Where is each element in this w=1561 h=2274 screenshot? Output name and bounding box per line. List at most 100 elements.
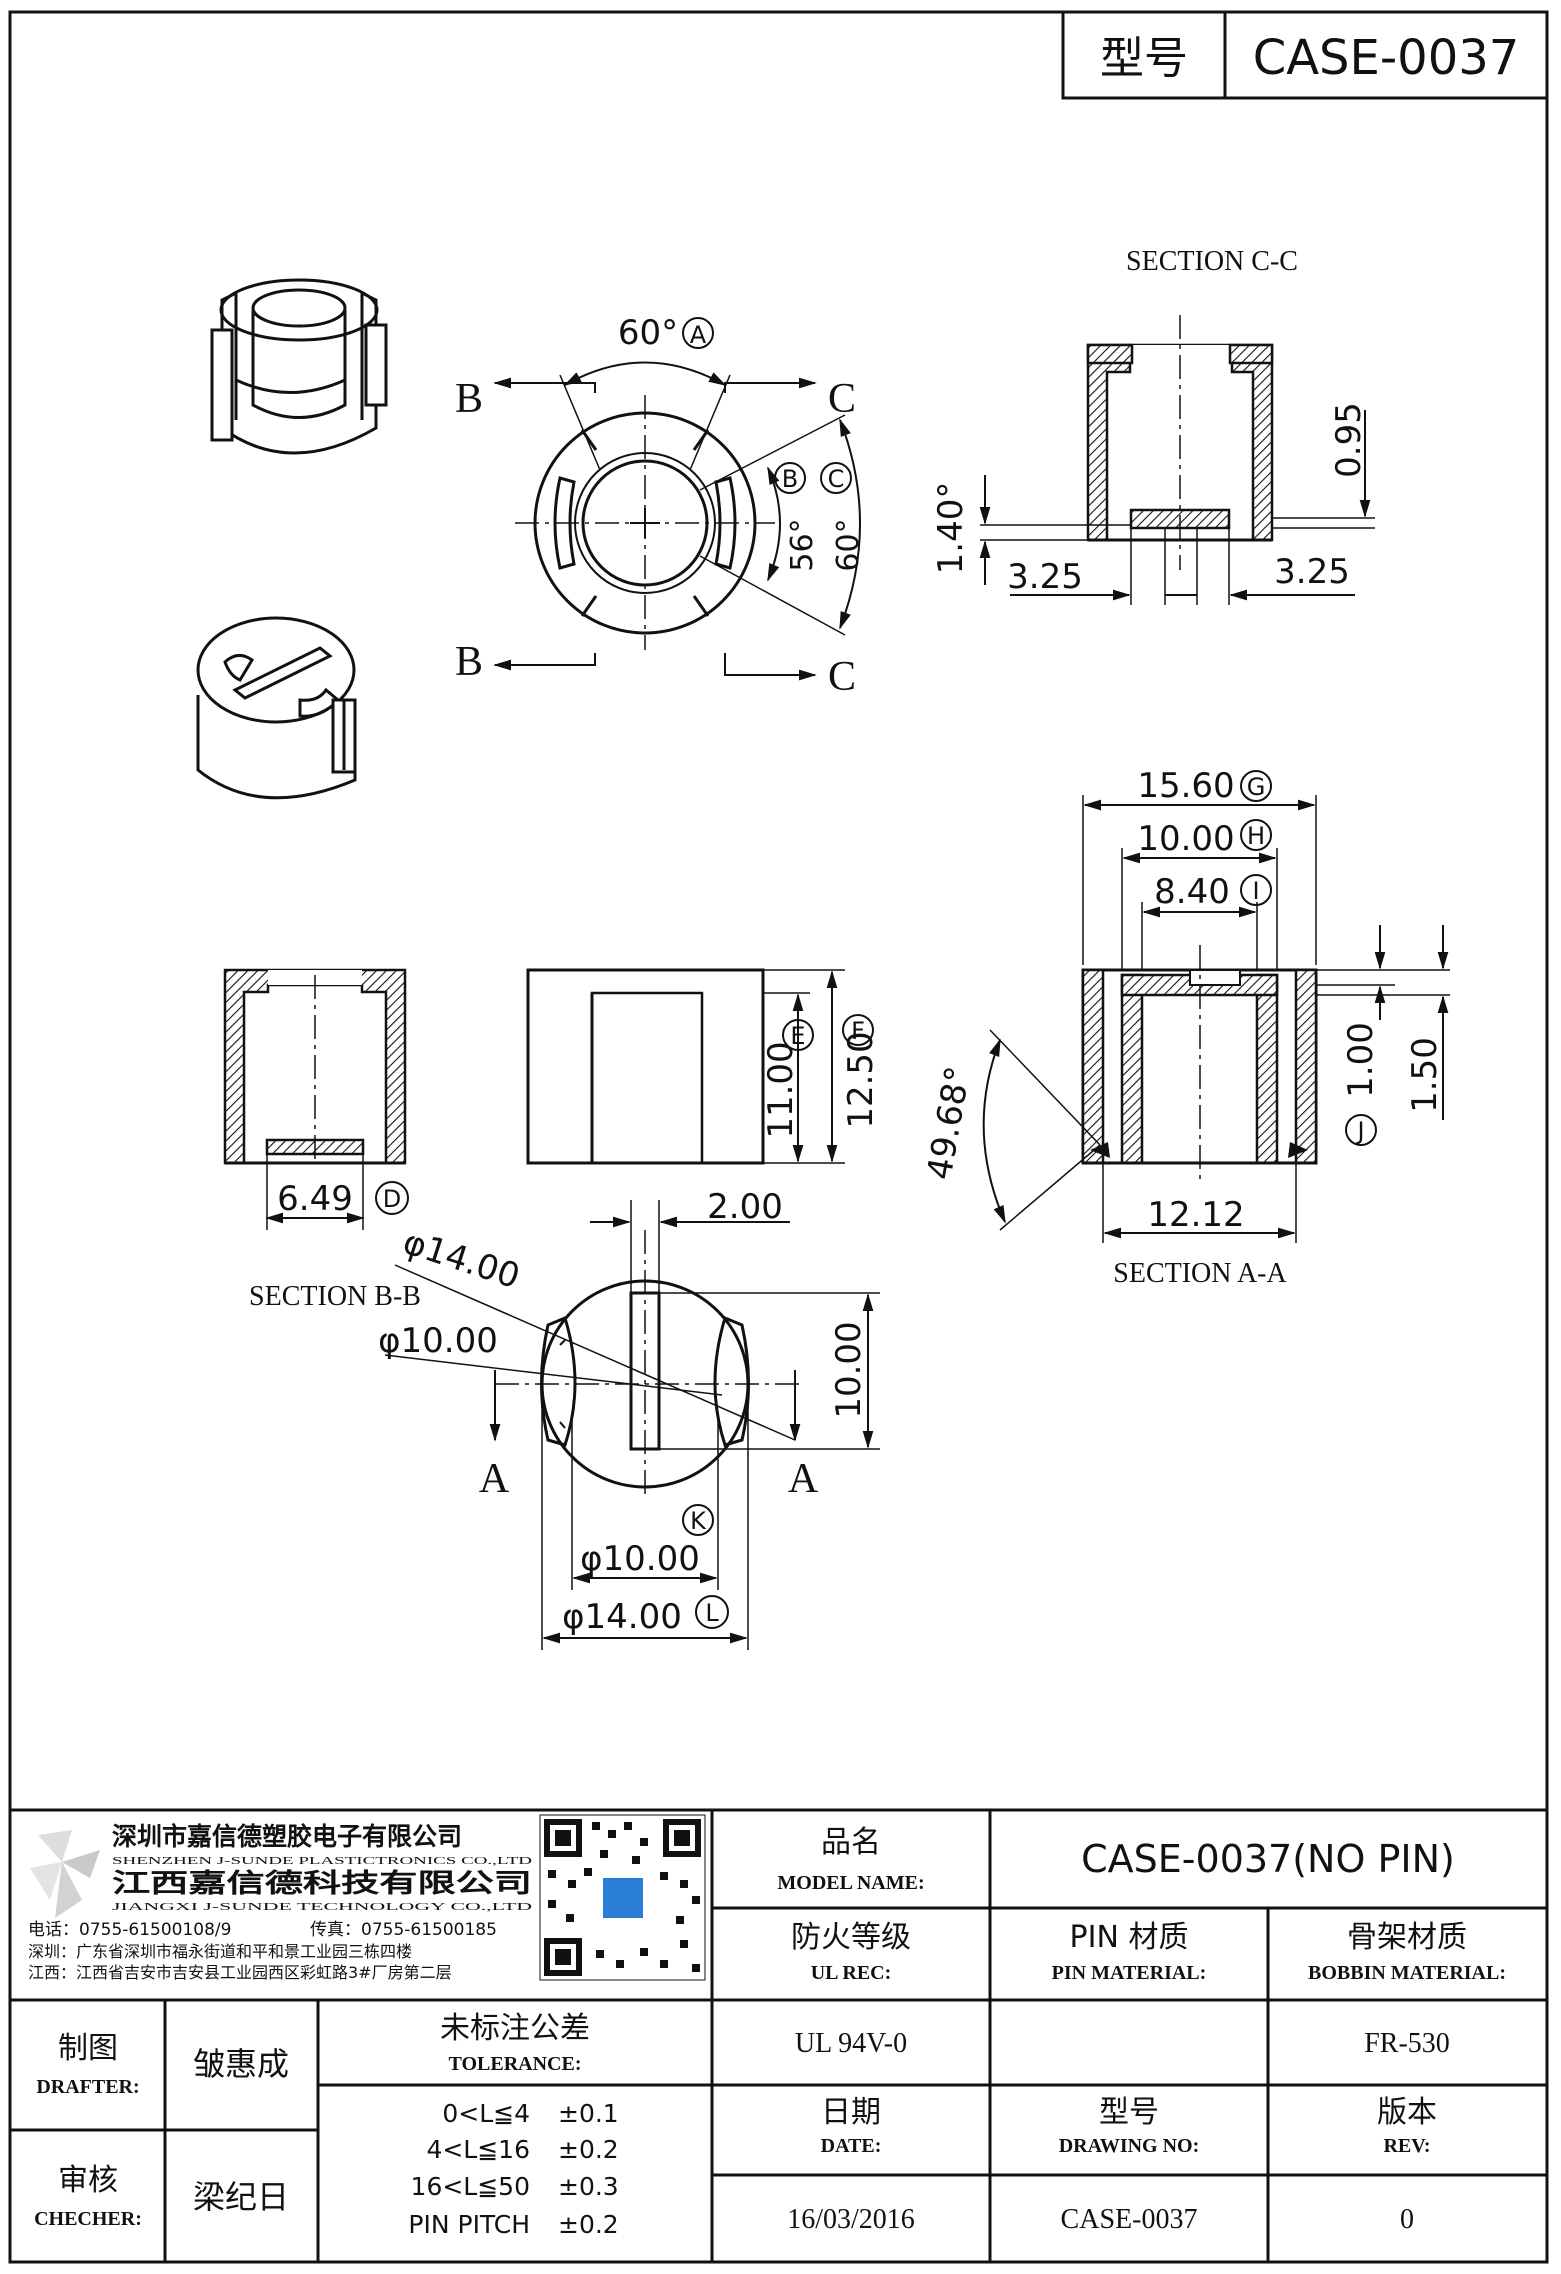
dim-top-angle: 60° bbox=[618, 313, 678, 353]
ul-cn: 防火等级 bbox=[791, 1920, 911, 1955]
iso-view-top bbox=[210, 278, 388, 455]
company-fax: 传真：0755-61500185 bbox=[310, 1920, 497, 1940]
section-bb-view: A A 2.00 φ14.00 φ10.00 SECTION B-B 10.00… bbox=[249, 1187, 880, 1650]
date-value: 16/03/2016 bbox=[787, 2204, 915, 2235]
dim-aa-4968: 49.68° bbox=[920, 1063, 979, 1183]
tolerance-en: TOLERANCE: bbox=[449, 2053, 582, 2075]
model-name-value: CASE-0037(NO PIN) bbox=[1081, 1837, 1455, 1881]
ul-value: UL 94V-0 bbox=[795, 2028, 907, 2059]
section-bb-label: SECTION B-B bbox=[249, 1281, 421, 1312]
company-cn: 深圳市嘉信德塑胶电子有限公司 bbox=[112, 1822, 462, 1851]
section-aa-label: SECTION A-A bbox=[1113, 1258, 1287, 1289]
marker-j-letter: J bbox=[1355, 1117, 1364, 1145]
section-aa-view: 15.60 10.00 8.40 G H I 1.00 1.50 J 12.12… bbox=[920, 766, 1450, 1289]
tolerance-cn: 未标注公差 bbox=[440, 2011, 590, 2046]
cut-label-b-top: B bbox=[455, 376, 483, 422]
bobbin-cn: 骨架材质 bbox=[1347, 1920, 1467, 1955]
marker-a-letter: A bbox=[690, 321, 707, 349]
rev-value: 0 bbox=[1400, 2204, 1414, 2235]
dim-bb-1000: 10.00 bbox=[829, 1321, 869, 1418]
marker-g-letter: G bbox=[1247, 773, 1266, 801]
marker-k bbox=[682, 1504, 714, 1536]
marker-b-letter: B bbox=[782, 465, 798, 493]
marker-k-letter: K bbox=[690, 1507, 707, 1535]
marker-c bbox=[820, 462, 852, 494]
marker-i bbox=[1240, 874, 1272, 906]
top-view: B B C C 60° A 56° 60° B C bbox=[455, 313, 866, 700]
dim-cc-095: 0.95 bbox=[1329, 402, 1369, 478]
dim-aa-150: 1.50 bbox=[1405, 1037, 1445, 1113]
dim-angle-60: 60° bbox=[831, 518, 866, 571]
cut-label-a-right: A bbox=[788, 1456, 819, 1502]
drawing-cn: 型号 bbox=[1099, 2095, 1159, 2130]
bobbin-en: BOBBIN MATERIAL: bbox=[1308, 1962, 1506, 1984]
checker-name: 梁纪日 bbox=[193, 2178, 289, 2216]
page-frame bbox=[8, 10, 1549, 2264]
dim-d-1100: 11.00 bbox=[761, 1041, 801, 1138]
dim-cc-325-left: 3.25 bbox=[1007, 557, 1083, 597]
tolerance-value-3: ±0.3 bbox=[558, 2172, 619, 2201]
date-en: DATE: bbox=[821, 2135, 882, 2157]
marker-f-letter: F bbox=[851, 1017, 865, 1045]
rev-en: REV: bbox=[1383, 2135, 1430, 2157]
side-section-view: 6.49 D bbox=[223, 968, 409, 1230]
bobbin-value: FR-530 bbox=[1364, 2028, 1450, 2059]
header-model-value: CASE-0037 bbox=[1253, 30, 1520, 86]
pin-cn: PIN 材质 bbox=[1070, 1920, 1189, 1955]
dim-d-1250: 12.50 bbox=[841, 1031, 881, 1128]
company-phone: 电话：0755-61500108/9 bbox=[28, 1920, 231, 1940]
dim-d-649: 6.49 bbox=[277, 1179, 353, 1219]
marker-a bbox=[682, 317, 714, 349]
drafter-en: DRAFTER: bbox=[36, 2076, 139, 2098]
date-cn: 日期 bbox=[821, 2095, 881, 2130]
dim-bb-phi14-bottom: φ14.00 bbox=[562, 1597, 682, 1637]
company2-en: JIANGXI J-SUNDE TECHNOLOGY CO.,LTD bbox=[112, 1901, 532, 1913]
dim-angle-56: 56° bbox=[785, 518, 820, 571]
dim-bb-200: 2.00 bbox=[707, 1187, 783, 1227]
marker-h bbox=[1240, 819, 1272, 851]
company-addr-sz: 深圳：广东省深圳市福永街道和平和景工业园三栋四楼 bbox=[28, 1942, 412, 1961]
checker-cn: 审核 bbox=[58, 2163, 118, 2198]
marker-j bbox=[1345, 1114, 1377, 1146]
company-logo bbox=[30, 1830, 100, 1918]
ul-en: UL REC: bbox=[811, 1962, 892, 1984]
pin-en: PIN MATERIAL: bbox=[1052, 1962, 1207, 1984]
model-name-en: MODEL NAME: bbox=[777, 1872, 924, 1894]
dim-bb-phi10-bottom: φ10.00 bbox=[580, 1539, 700, 1579]
company-addr-jx: 江西：江西省吉安市吉安县工业园西区彩虹路3#厂房第二层 bbox=[28, 1963, 452, 1982]
tolerance-range-1: 0<L≦4 bbox=[442, 2099, 530, 2128]
model-name-cn: 品名 bbox=[821, 1825, 881, 1860]
cut-label-b-bottom: B bbox=[455, 639, 483, 685]
marker-d-letter: D bbox=[383, 1185, 401, 1213]
company2-cn: 江西嘉信德科技有限公司 bbox=[112, 1869, 532, 1899]
marker-h-letter: H bbox=[1247, 822, 1265, 850]
company-en: SHENZHEN J-SUNDE PLASTICTRONICS CO.,LTD bbox=[112, 1855, 532, 1867]
dim-aa-840: 8.40 bbox=[1154, 872, 1230, 912]
marker-b bbox=[774, 462, 806, 494]
tolerance-value-2: ±0.2 bbox=[558, 2135, 619, 2164]
dim-cc-325-right: 3.25 bbox=[1274, 552, 1350, 592]
drawing-value: CASE-0037 bbox=[1061, 2204, 1198, 2235]
marker-i-letter: I bbox=[1252, 877, 1259, 905]
tolerance-range-4: PIN PITCH bbox=[408, 2210, 530, 2239]
cut-label-a-left: A bbox=[479, 1456, 510, 1502]
dim-aa-1000: 10.00 bbox=[1137, 819, 1234, 859]
dim-cc-140: 1.40° bbox=[931, 482, 971, 575]
front-view: 11.00 12.50 E F bbox=[526, 968, 881, 1165]
dim-bb-phi10: φ10.00 bbox=[378, 1321, 498, 1361]
marker-e bbox=[782, 1019, 814, 1051]
tolerance-range-2: 4<L≦16 bbox=[426, 2135, 530, 2164]
section-cc-label: SECTION C-C bbox=[1126, 246, 1298, 277]
iso-view-bottom bbox=[196, 616, 357, 800]
drafter-name: 皱惠成 bbox=[193, 2045, 289, 2083]
dim-aa-1560: 15.60 bbox=[1137, 766, 1234, 806]
qr-code bbox=[539, 1814, 706, 1981]
tolerance-value-1: ±0.1 bbox=[558, 2099, 619, 2128]
section-cc-view: SECTION C-C 0.95 1.40° 3.25 3.25 bbox=[931, 246, 1375, 605]
cut-label-c-top: C bbox=[828, 376, 856, 422]
marker-c-letter: C bbox=[828, 465, 845, 493]
marker-l bbox=[695, 1595, 729, 1629]
tolerance-value-4: ±0.2 bbox=[558, 2210, 619, 2239]
drawing-en: DRAWING NO: bbox=[1059, 2135, 1200, 2157]
